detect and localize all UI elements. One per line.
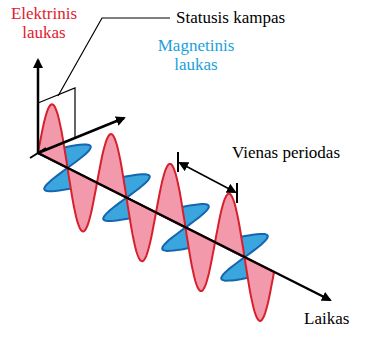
period-tick	[236, 183, 238, 203]
wave-lobe	[97, 134, 127, 198]
electric-field-label: Elektrinis laukas	[2, 4, 86, 42]
wave-lobe	[127, 198, 157, 262]
period-tick	[177, 152, 179, 172]
wave-lobe	[245, 257, 275, 321]
wave-lobe	[186, 228, 216, 292]
right-angle-label: Statusis kampas	[176, 8, 285, 27]
period-label: Vienas periodas	[232, 143, 340, 162]
time-label: Laikas	[304, 309, 349, 328]
wave-lobe	[156, 164, 186, 228]
period-arrow	[180, 163, 235, 192]
wave-lobe	[68, 168, 98, 232]
magnetic-field-label: Magnetinis laukas	[148, 36, 244, 74]
leader-line	[58, 18, 170, 96]
electric-axis	[37, 60, 40, 153]
time-axis	[38, 153, 330, 300]
magnetic-axis	[38, 118, 124, 153]
wave-lobe	[38, 104, 68, 168]
wave-lobe	[215, 194, 245, 258]
right-angle-marker	[38, 88, 75, 138]
